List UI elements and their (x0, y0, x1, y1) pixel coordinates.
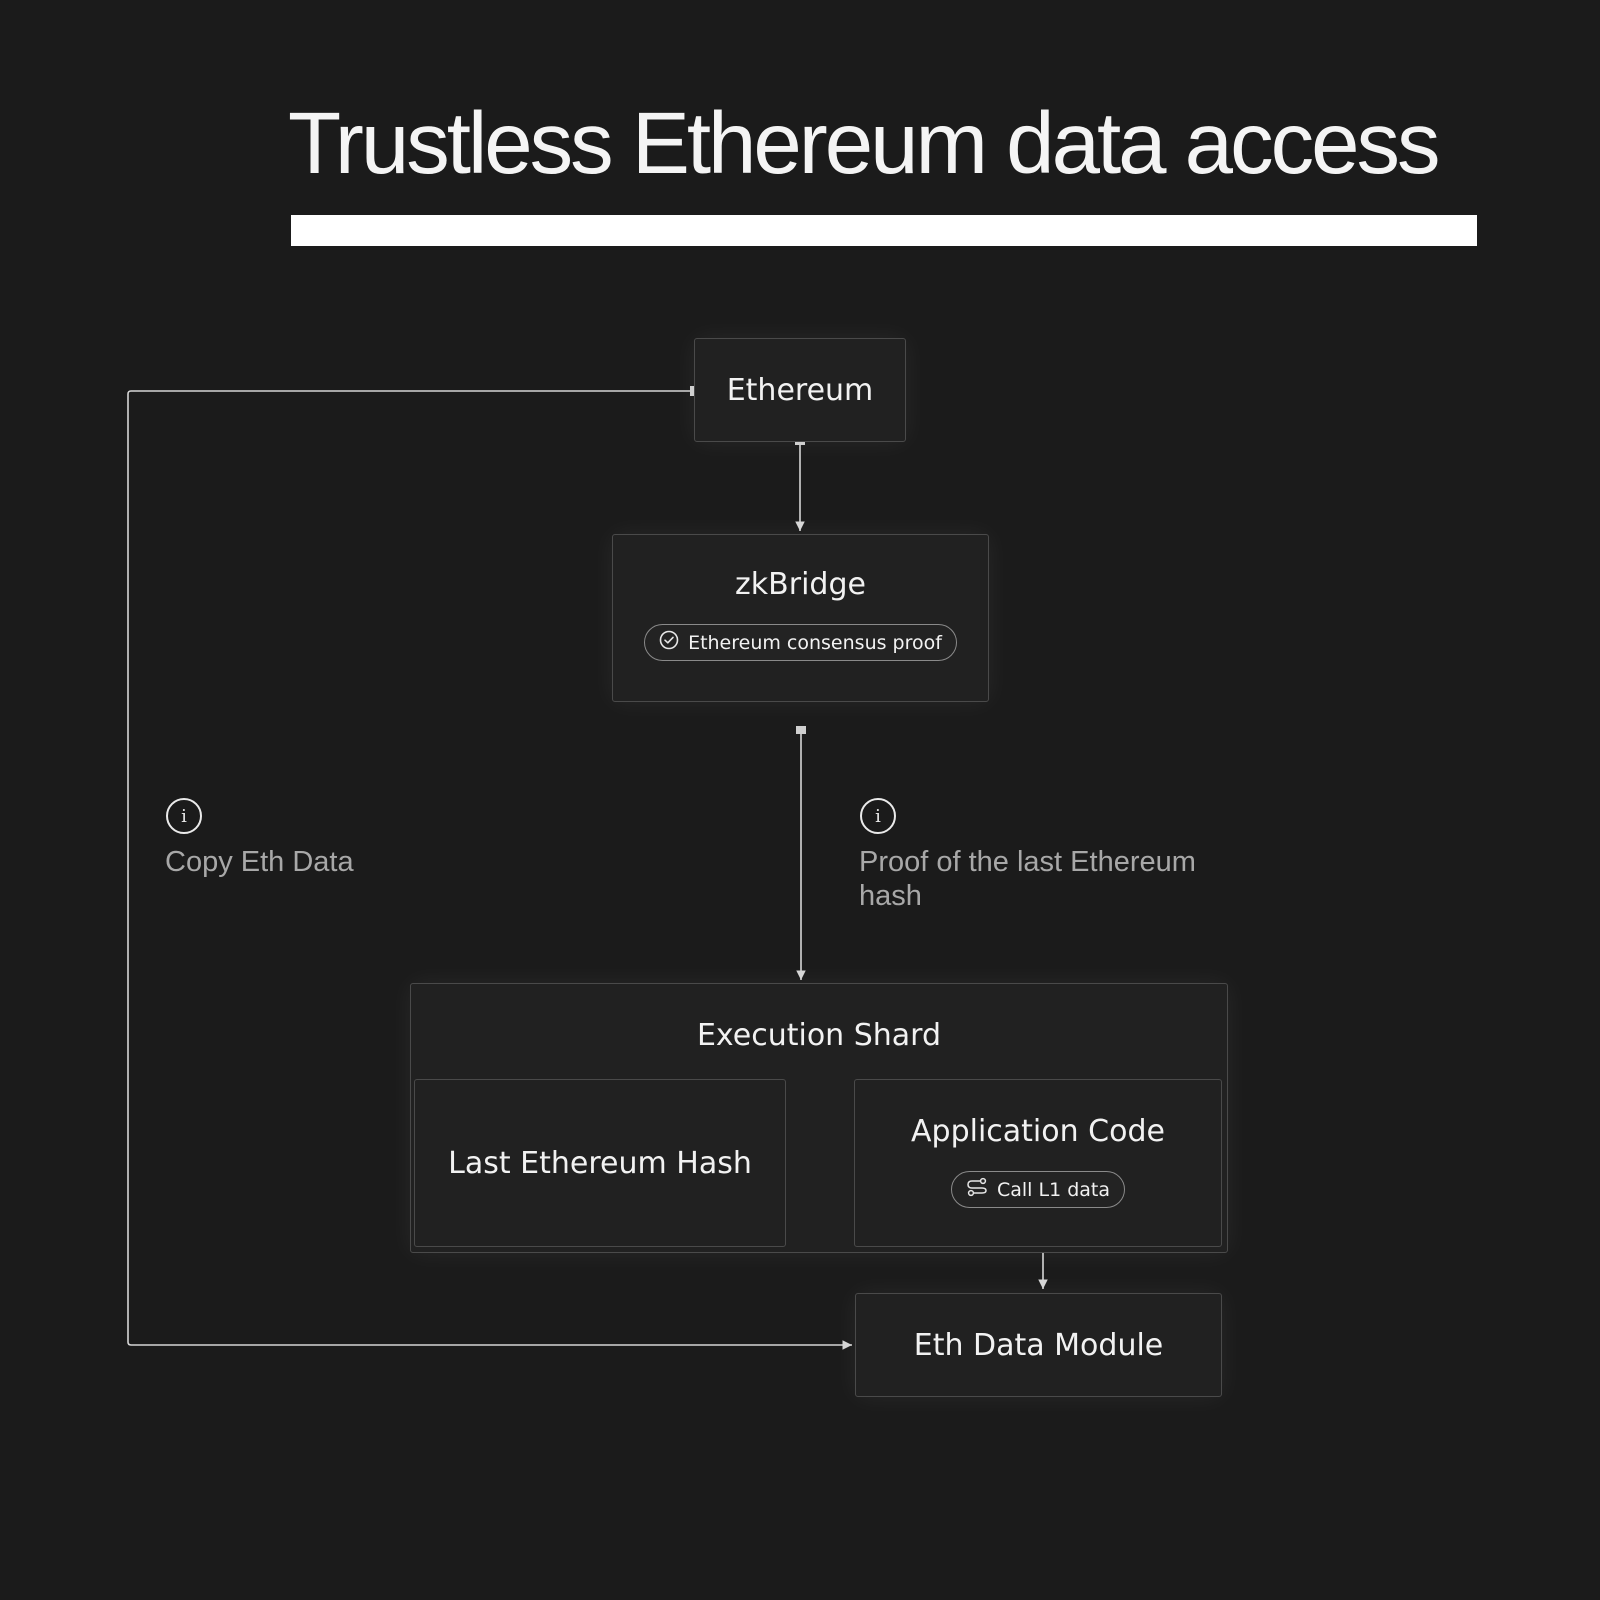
application-code-badge-label: Call L1 data (996, 1178, 1111, 1201)
node-ethereum-label: Ethereum (726, 372, 874, 408)
check-circle-icon (659, 630, 679, 655)
application-code-label: Application Code (911, 1114, 1165, 1149)
info-icon: i (166, 798, 202, 834)
route-icon (966, 1177, 988, 1202)
info-icon: i (860, 798, 896, 834)
node-zkbridge: zkBridge Ethereum consensus proof (612, 534, 989, 702)
node-eth-data-module: Eth Data Module (855, 1293, 1222, 1397)
zkbridge-badge-label: Ethereum consensus proof (688, 631, 942, 654)
node-application-code: Application Code Call L1 data (854, 1079, 1222, 1247)
title-underline (291, 215, 1477, 246)
port-zkbridge-bottom (796, 726, 806, 734)
note-proof-last-hash: Proof of the last Ethereum hash (859, 846, 1196, 912)
zkbridge-badge: Ethereum consensus proof (644, 624, 957, 661)
application-code-badge: Call L1 data (950, 1171, 1126, 1208)
eth-data-module-label: Eth Data Module (913, 1327, 1164, 1363)
execution-shard-label: Execution Shard (696, 1018, 942, 1053)
node-last-ethereum-hash: Last Ethereum Hash (414, 1079, 786, 1247)
last-ethereum-hash-label: Last Ethereum Hash (448, 1145, 752, 1181)
node-zkbridge-label: zkBridge (735, 567, 866, 602)
page-title: Trustless Ethereum data access (288, 95, 1440, 192)
note-copy-eth-data: Copy Eth Data (165, 846, 354, 878)
node-ethereum: Ethereum (694, 338, 906, 442)
